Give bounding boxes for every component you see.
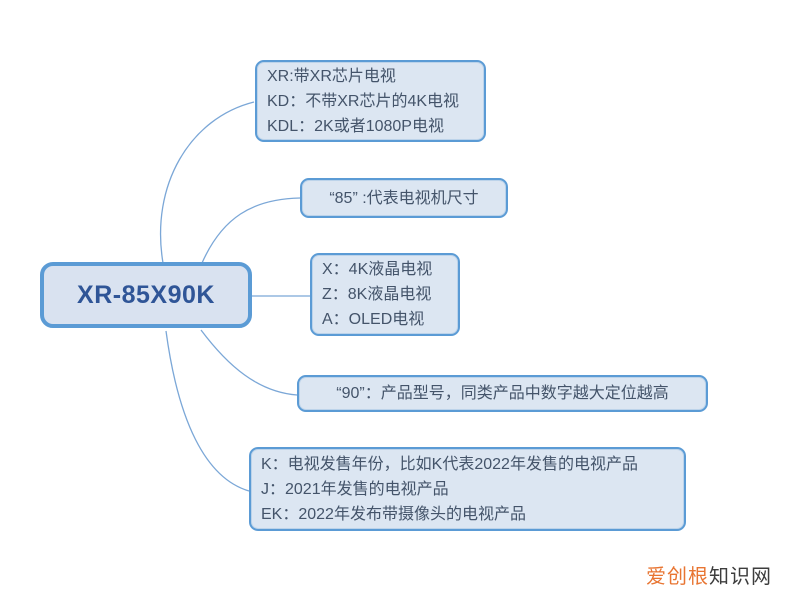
root-node: XR-85X90K bbox=[40, 262, 252, 328]
branch-line: K：电视发售年份，比如K代表2022年发售的电视产品 bbox=[261, 455, 638, 473]
branch-node-prefix-meaning: XR:带XR芯片电视 KD：不带XR芯片的4K电视 KDL：2K或者1080P电… bbox=[255, 60, 486, 142]
branch-line: KDL：2K或者1080P电视 bbox=[267, 117, 444, 135]
branch-node-release-year: K：电视发售年份，比如K代表2022年发售的电视产品 J：2021年发售的电视产… bbox=[249, 447, 686, 531]
root-node-label: XR-85X90K bbox=[77, 280, 215, 309]
connector-prefix-meaning bbox=[159, 101, 255, 264]
watermark-brand: 爱创根 bbox=[646, 566, 709, 588]
branch-line: “85” :代表电视机尺寸 bbox=[329, 189, 479, 207]
branch-node-panel-type: X：4K液晶电视 Z：8K液晶电视 A：OLED电视 bbox=[310, 253, 460, 336]
connector-screen-size bbox=[201, 197, 301, 264]
branch-node-screen-size: “85” :代表电视机尺寸 bbox=[300, 178, 508, 218]
branch-line: Z：8K液晶电视 bbox=[322, 286, 432, 303]
branch-line: X：4K液晶电视 bbox=[322, 261, 433, 278]
branch-line: EK：2022年发布带摄像头的电视产品 bbox=[261, 505, 526, 523]
branch-line: XR:带XR芯片电视 bbox=[267, 67, 396, 85]
connector-release-year bbox=[165, 330, 250, 492]
branch-line: “90”：产品型号，同类产品中数字越大定位越高 bbox=[336, 385, 669, 402]
branch-line: J：2021年发售的电视产品 bbox=[261, 480, 449, 498]
branch-line: A：OLED电视 bbox=[322, 311, 425, 328]
site-watermark: 爱创根知识网 bbox=[646, 560, 772, 589]
branch-node-model-number: “90”：产品型号，同类产品中数字越大定位越高 bbox=[297, 375, 708, 412]
watermark-suffix: 知识网 bbox=[709, 566, 772, 588]
branch-line: KD：不带XR芯片的4K电视 bbox=[267, 92, 460, 110]
connector-model-number bbox=[200, 329, 298, 396]
